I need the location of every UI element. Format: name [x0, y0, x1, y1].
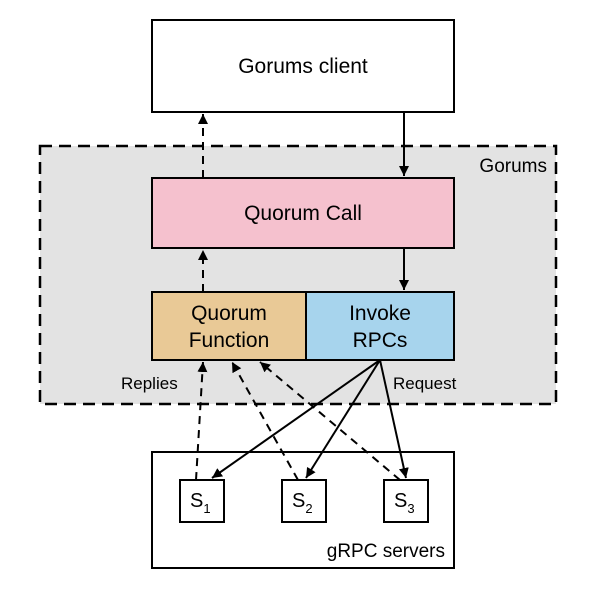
gorums-client-label: Gorums client [238, 55, 368, 78]
grpc-servers-label: gRPC servers [327, 541, 445, 562]
server-s2-box [281, 479, 327, 523]
server-s3-label: S3 [394, 490, 415, 516]
gorums-label: Gorums [479, 156, 547, 177]
quorum-function-label-line2: Function [189, 329, 270, 352]
replies-label: Replies [121, 374, 178, 393]
quorum-call-box [151, 177, 455, 249]
invoke-rpcs-label-line1: Invoke [349, 302, 411, 325]
invoke-rpcs-box [305, 291, 455, 361]
server-s2-label: S2 [292, 490, 313, 516]
arrow-invoke-to-s1 [211, 359, 381, 479]
arrow-s1-to-quorum-function-dashed [195, 361, 208, 481]
invoke-rpcs-label-line2: RPCs [353, 329, 408, 352]
quorum-function-label-line1: Quorum [191, 302, 267, 325]
arrow-s2-to-quorum-function-dashed [231, 361, 299, 481]
server-s1-box [179, 479, 225, 523]
gorums-client-box [151, 19, 455, 113]
server-s1-label: S1 [190, 490, 211, 516]
quorum-function-box [151, 291, 307, 361]
request-label: Request [393, 374, 457, 393]
quorum-call-label: Quorum Call [244, 202, 362, 225]
arrow-invoke-to-s2 [305, 359, 381, 479]
arrow-invoke-to-s3 [379, 359, 409, 479]
server-s3-box [383, 479, 429, 523]
server-s1-subscript: 1 [203, 501, 210, 516]
server-s3-subscript: 3 [407, 501, 414, 516]
arrow-s3-to-quorum-function-dashed [259, 361, 401, 481]
server-s2-subscript: 2 [305, 501, 312, 516]
